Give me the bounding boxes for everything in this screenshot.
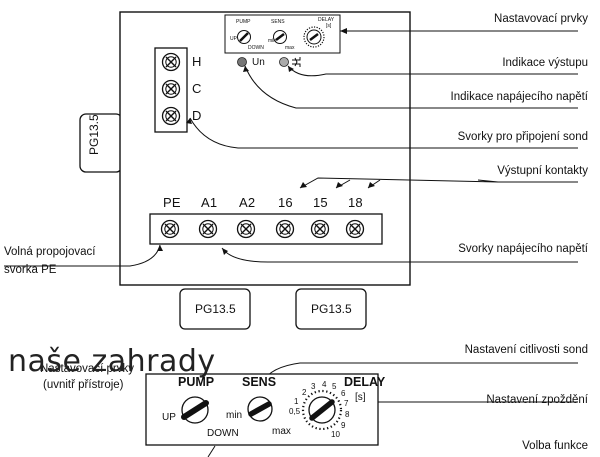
label-nastavovaci-prvky-uvnitr-2: (uvnitř přístroje) [43, 379, 124, 391]
top-up-label: UP [230, 36, 237, 42]
delay-scale-4: 4 [322, 380, 327, 389]
detail-min-label: min [226, 410, 243, 421]
probe-label-c: C [192, 81, 202, 96]
top-min-label: min [268, 38, 277, 44]
label-volna-svorka-2: svorka PE [4, 264, 57, 276]
top-sens-label: SENS [271, 19, 285, 25]
probe-screw-h [161, 52, 181, 72]
un-led [237, 57, 247, 67]
output-led [279, 57, 289, 67]
top-down-label: DOWN [248, 45, 264, 51]
callout-line-function [207, 445, 216, 457]
delay-scale-10: 10 [331, 430, 340, 439]
callout-line-probes [189, 117, 578, 149]
delay-scale-9: 9 [341, 421, 346, 430]
label-vystupni-kontakty: Výstupní kontakty [497, 165, 588, 177]
relay-icon [292, 57, 301, 67]
gland-label-bottom-1: PG13.5 [195, 302, 236, 316]
arrowhead-outputs-15 [336, 182, 343, 188]
terminal-screw-18 [345, 219, 365, 239]
label-volna-svorka-1: Volná propojovací [4, 246, 96, 258]
detail-up-label: UP [162, 412, 176, 423]
probe-screw-d [161, 106, 181, 126]
delay-scale-1: 1 [294, 397, 299, 406]
gland-label-bottom-2: PG13.5 [311, 302, 352, 316]
terminal-screw-15 [310, 219, 330, 239]
label-nastavovaci-prvky-uvnitr-1: Nastavovací prvky [40, 363, 134, 375]
terminal-screw-16 [275, 219, 295, 239]
delay-scale-0-5: 0,5 [289, 407, 301, 416]
delay-scale-5: 5 [332, 382, 337, 391]
top-max-label: max [285, 45, 295, 51]
terminal-label-16: 16 [278, 195, 293, 210]
detail-max-label: max [272, 426, 291, 437]
arrowhead-pe [157, 245, 163, 251]
terminal-label-pe: PE [163, 195, 181, 210]
probe-label-h: H [192, 54, 202, 69]
detail-sens-knob [247, 396, 273, 422]
label-indikace-vystupu: Indikace výstupu [502, 57, 588, 69]
detail-delay-label: DELAY [344, 375, 386, 389]
label-nastaveni-citlivosti: Nastavení citlivosti sond [464, 344, 588, 356]
delay-scale-8: 8 [345, 410, 350, 419]
probe-label-d: D [192, 108, 202, 123]
callout-line-outputs-16 [299, 177, 578, 189]
arrowhead-settings [340, 28, 347, 34]
bottom-gland-1 [179, 288, 251, 330]
delay-scale-7: 7 [344, 399, 349, 408]
terminal-label-a2: A2 [239, 195, 256, 210]
top-sens-knob [273, 30, 287, 44]
top-pump-knob [237, 30, 251, 44]
gland-label-left: PG13.5 [87, 114, 101, 155]
main-terminal-strip [149, 213, 383, 245]
arrowhead-terminals [222, 248, 228, 255]
label-nastaveni-zpozdeni: Nastavení zpoždění [486, 394, 588, 406]
arrowhead-outputs-18 [368, 182, 375, 188]
detail-pump-label: PUMP [178, 375, 215, 389]
top-delay-label: DELAY [318, 17, 335, 23]
arrowhead-probes [186, 118, 192, 124]
terminal-label-a1: A1 [201, 195, 218, 210]
delay-scale-6: 6 [341, 389, 346, 398]
top-delay-knob [303, 26, 325, 48]
delay-scale-3: 3 [311, 382, 316, 391]
probe-screw-c [161, 79, 181, 99]
detail-delay-knob [301, 389, 343, 431]
callout-line-supply [244, 65, 578, 109]
terminal-screw-pe [160, 219, 180, 239]
label-svorky-sond: Svorky pro připojení sond [457, 131, 588, 143]
label-volba-funkce: Volba funkce [522, 440, 588, 452]
detail-sens-label: SENS [242, 375, 277, 389]
arrowhead-supply [243, 66, 249, 72]
watermark: naše zahrady [8, 344, 216, 379]
detail-down-label: DOWN [207, 428, 239, 439]
detail-unit-label: [s] [355, 392, 366, 403]
arrowhead-outputs-16 [300, 182, 307, 188]
label-svorky-napajeciho-napeti: Svorky napájecího napětí [458, 243, 588, 255]
terminal-label-15: 15 [313, 195, 328, 210]
un-label: Un [252, 57, 265, 68]
delay-scale-2: 2 [302, 388, 307, 397]
terminal-screw-a1 [198, 219, 218, 239]
terminal-label-18: 18 [348, 195, 363, 210]
top-pump-label: PUMP [236, 19, 251, 25]
detail-pump-knob [181, 396, 209, 424]
top-unit-label: [s] [326, 23, 332, 29]
label-indikace-napajeciho-napeti: Indikace napájecího napětí [450, 91, 588, 103]
terminal-screw-a2 [236, 219, 256, 239]
arrowhead-output [288, 66, 294, 72]
label-nastavovaci-prvky: Nastavovací prvky [494, 13, 588, 25]
bottom-gland-2 [295, 288, 367, 330]
